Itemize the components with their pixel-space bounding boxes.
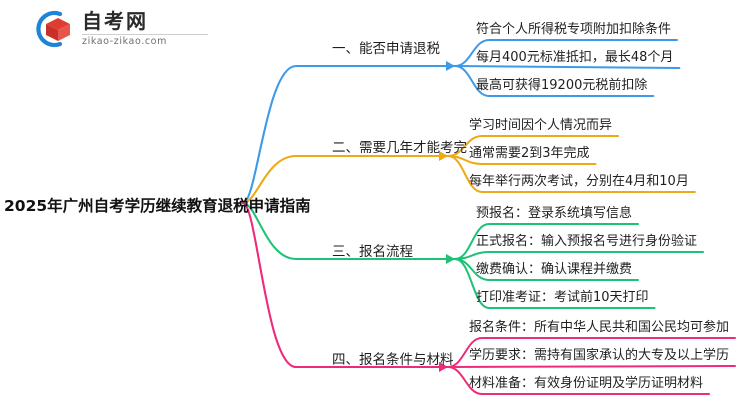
branch-wire-1 xyxy=(241,64,457,205)
branch-label-2[interactable]: 二、需要几年才能考完 xyxy=(332,140,467,156)
leaf-label-4-2[interactable]: 学历要求：需持有国家承认的大专及以上学历 xyxy=(469,348,730,363)
leaf-label-3-4[interactable]: 打印准考证：考试前10天打印 xyxy=(476,290,649,305)
leaf-label-1-2[interactable]: 每月400元标准抵扣，最长48个月 xyxy=(476,50,674,65)
site-logo: 自考网 zikao-zikao.com xyxy=(30,8,210,52)
branch-arrow-3 xyxy=(446,254,455,264)
branch-label-4[interactable]: 四、报名条件与材料 xyxy=(332,352,454,368)
branch-label-1[interactable]: 一、能否申请退税 xyxy=(332,41,440,57)
logo-divider xyxy=(82,34,208,35)
leaf-label-3-1[interactable]: 预报名：登录系统填写信息 xyxy=(476,206,633,221)
branch-label-3[interactable]: 三、报名流程 xyxy=(332,244,413,260)
leaf-label-4-1[interactable]: 报名条件：所有中华人民共和国公民均可参加 xyxy=(469,320,730,335)
leaf-label-3-3[interactable]: 缴费确认：确认课程并缴费 xyxy=(476,262,633,277)
leaf-label-2-2[interactable]: 通常需要2到3年完成 xyxy=(469,146,590,161)
leaf-label-2-1[interactable]: 学习时间因个人情况而异 xyxy=(469,118,613,133)
leaf-label-1-3[interactable]: 最高可获得19200元税前扣除 xyxy=(476,78,648,93)
graduation-cap-icon xyxy=(36,10,70,48)
leaf-label-1-1[interactable]: 符合个人所得税专项附加扣除条件 xyxy=(476,22,672,37)
root-node-label: 2025年广州自考学历继续教育退税申请指南 xyxy=(4,197,311,215)
leaf-label-3-2[interactable]: 正式报名：输入预报名号进行身份验证 xyxy=(476,234,698,249)
branch-wire-4 xyxy=(241,201,450,369)
leaf-label-4-3[interactable]: 材料准备：有效身份证明及学历证明材料 xyxy=(469,376,704,391)
leaf-wire-4-2 xyxy=(447,365,737,368)
leaf-wire-1-2 xyxy=(454,65,681,69)
logo-url-text: zikao-zikao.com xyxy=(82,36,167,47)
logo-brand-text: 自考网 xyxy=(82,9,148,33)
leaf-label-2-3[interactable]: 每年举行两次考试，分别在4月和10月 xyxy=(469,174,689,189)
branch-arrow-1 xyxy=(446,61,455,71)
